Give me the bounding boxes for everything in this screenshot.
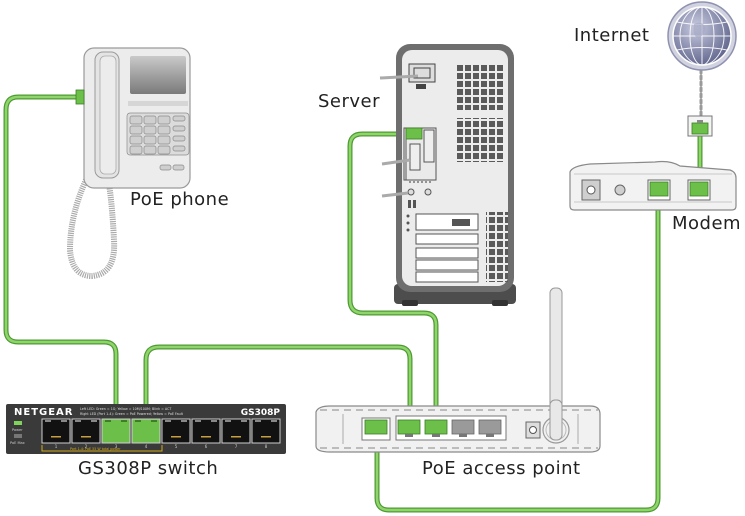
port-led [75,420,81,422]
switch-ports: 1 2 3 4 5 6 7 8 [41,418,281,449]
switch-port-6: 6 [191,418,221,449]
switch-port-number: 4 [145,444,148,449]
server-power-supply [379,63,436,89]
modem-power-jack [581,179,601,201]
power-led [14,421,22,425]
poe-max-led-label: PoE Max [10,441,25,445]
label-modem: Modem [672,213,742,234]
switch-port-number: 1 [55,444,58,449]
port-led [151,420,157,422]
port-led [61,420,67,422]
switch-port-1: 1 [41,418,71,449]
ap-lan-port-4 [478,419,502,435]
port-led [105,420,111,422]
server-vent-bottom [486,212,508,282]
switch-led-legend-1: Left LED: Green = 1G; Yellow = 10M/100M;… [80,407,172,411]
poe-max-led [14,434,22,438]
poe-access-point [315,287,601,453]
switch-port-5: 5 [161,418,191,449]
gs308p-switch: NETGEAR GS308P Left LED: Green = 1G; Yel… [6,404,286,454]
modem [569,160,737,211]
wall-jack [687,115,713,137]
label-phone: PoE phone [130,189,230,210]
server [379,44,516,306]
power-led-label: Power [12,428,23,432]
ap-lan-port-3 [451,419,475,435]
poe-ports-bracket [41,445,163,452]
ap-lan-ports [397,419,502,437]
switch-port-2: 2 [71,418,101,449]
switch-port-7: 7 [221,418,251,449]
port-led [271,420,277,422]
port-led [91,420,97,422]
switch-brand: NETGEAR [14,407,74,418]
phone-coiled-cord [66,177,118,280]
port-led [195,420,201,422]
port-led [181,420,187,422]
phone-network-port [75,89,85,105]
port-led [225,420,231,422]
port-led [241,420,247,422]
server-vent-middle [456,118,504,162]
port-led [121,420,127,422]
switch-port-number: 8 [265,444,268,449]
switch-port-number: 3 [115,444,118,449]
switch-port-number: 7 [235,444,238,449]
internet-globe-icon [667,1,737,71]
switch-model: GS308P [241,408,281,418]
port-led [255,420,261,422]
switch-port-number: 2 [85,444,88,449]
switch-port-number: 6 [205,444,208,449]
port-led [45,420,51,422]
port-led [211,420,217,422]
phone-keypad [126,112,190,171]
server-network-port [405,127,423,140]
ap-lan-port-2 [424,419,448,435]
modem-ethernet-port [647,179,671,201]
modem-reset-button [614,184,626,196]
port-led [165,420,171,422]
switch-port-8: 8 [251,418,281,449]
phone-screen [130,56,186,94]
ap-power-jack [525,421,541,439]
poe-ports-note: Port 1-4: PoE 55 W total power [70,447,121,451]
label-server: Server [318,91,381,112]
label-access-point: PoE access point [422,458,581,479]
ap-lan-port-1 [397,419,421,435]
poe-phone [66,47,191,280]
server-vent-top [456,64,504,110]
switch-port-number: 5 [175,444,178,449]
label-switch: GS308P switch [78,458,219,479]
cables [3,68,703,513]
label-internet: Internet [574,25,650,46]
ap-wan-port [364,419,388,435]
switch-port-4: 4 [131,418,161,449]
switch-led-legend-2: Right LED (Port 1-4): Green = PoE Powere… [80,412,184,416]
switch-port-3: 3 [101,418,131,449]
port-led [135,420,141,422]
modem-line-port [687,179,711,201]
